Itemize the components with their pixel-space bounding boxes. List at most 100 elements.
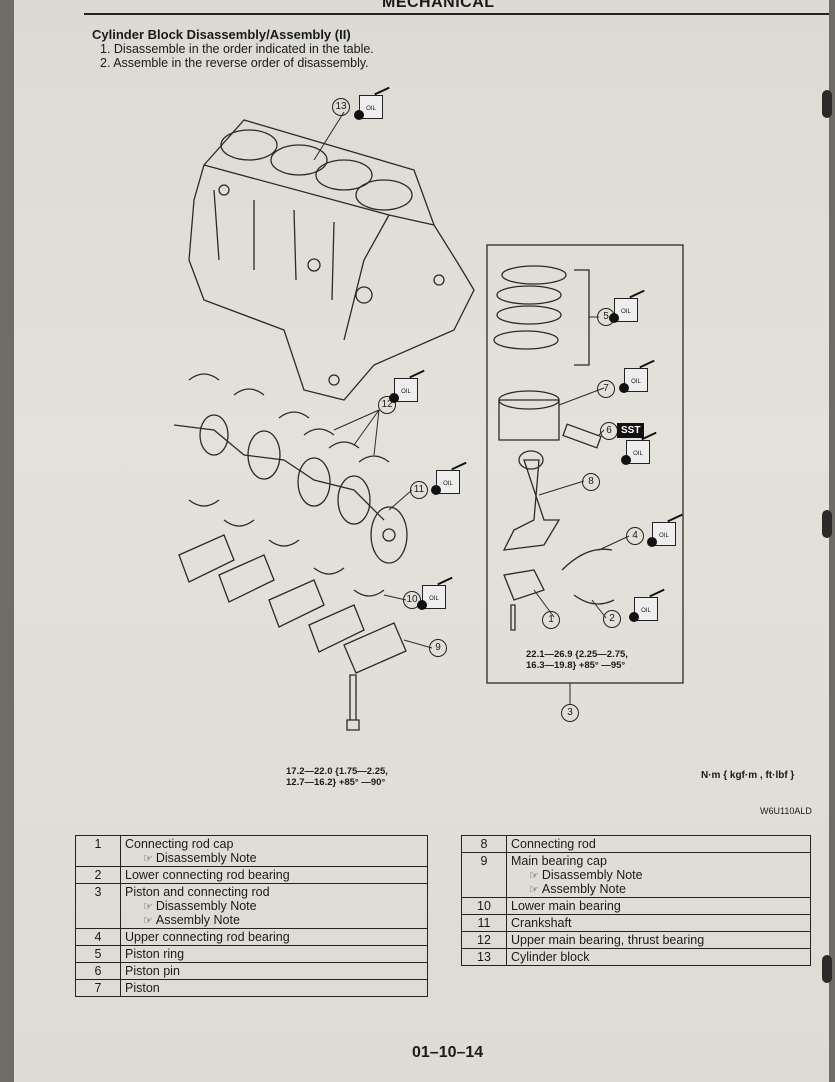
note-link[interactable]: Disassembly Note [511,868,806,882]
part-name: Upper connecting rod bearing [125,930,290,944]
oil-can-icon: OIL [354,86,390,120]
torque-main-bearing: 17.2—22.0 {1.75—2.25,12.7—16.2} +85° —90… [286,766,388,788]
torque-units: N·m { kgf·m , ft·lbf } [701,770,795,781]
part-cell: Crankshaft [506,914,811,932]
part-number: 6 [75,962,121,980]
part-number: 5 [75,945,121,963]
part-cell: Cylinder block [506,948,811,966]
torque-connecting-rod: 22.1—26.9 {2.25—2.75,16.3—19.8} +85° —95… [526,649,628,671]
part-cell: Upper main bearing, thrust bearing [506,931,811,949]
callout-13: 13 [332,98,350,116]
table-row: 12 Upper main bearing, thrust bearing [461,931,811,949]
callout-9: 9 [429,639,447,657]
figure-code: W6U110ALD [760,806,812,816]
part-number: 8 [461,835,507,853]
oil-label: OIL [633,451,643,457]
part-number: 1 [75,835,121,867]
part-number: 10 [461,897,507,915]
oil-label: OIL [621,309,631,315]
page-number: 01–10–14 [412,1044,484,1061]
part-number: 13 [461,948,507,966]
table-row: 8 Connecting rod [461,835,811,853]
part-name: Connecting rod [511,837,596,851]
part-name: Lower main bearing [511,899,621,913]
oil-drop-icon [629,612,639,622]
section-header: MECHANICAL [382,0,495,11]
part-cell: Upper connecting rod bearing [120,928,428,946]
header-rule [84,13,829,15]
oil-drop-icon [389,393,399,403]
oil-drop-icon [431,485,441,495]
callout-1: 1 [542,611,560,629]
part-cell: Piston [120,979,428,997]
callout-11: 11 [410,481,428,499]
note-link[interactable]: Assembly Note [125,913,423,927]
part-name: Piston ring [125,947,185,961]
part-name: Upper main bearing, thrust bearing [511,933,705,947]
part-name: Piston [125,981,160,995]
callout-7: 7 [597,380,615,398]
part-number: 4 [75,928,121,946]
callout-8: 8 [582,473,600,491]
part-number: 3 [75,883,121,929]
oil-label: OIL [659,533,669,539]
note-link[interactable]: Disassembly Note [125,851,423,865]
cylinder-block-drawing [188,119,475,401]
page-title: Cylinder Block Disassembly/Assembly (II) [92,27,351,42]
oil-label: OIL [401,389,411,395]
oil-drop-icon [354,110,364,120]
part-cell: Connecting rod capDisassembly Note [120,835,428,867]
callout-6: 6 [600,422,618,440]
oil-can-icon: OIL [431,461,467,495]
oil-drop-icon [417,600,427,610]
oil-can-icon: OIL [417,576,453,610]
oil-can-icon: OIL [609,289,645,323]
callout-3: 3 [561,704,579,722]
part-number: 12 [461,931,507,949]
oil-label: OIL [366,106,376,112]
step-2: 2. Assemble in the reverse order of disa… [100,56,369,70]
oil-drop-icon [609,313,619,323]
binder-hole [822,90,832,118]
binder-hole [822,510,832,538]
part-cell: Piston pin [120,962,428,980]
oil-can-icon: OIL [621,431,657,465]
part-cell: Piston ring [120,945,428,963]
oil-can-icon: OIL [389,369,425,403]
oil-drop-icon [621,455,631,465]
oil-label: OIL [641,608,651,614]
part-name: Crankshaft [511,916,572,930]
sst-badge: SST [617,423,645,438]
part-number: 9 [461,852,507,898]
note-link[interactable]: Assembly Note [511,882,806,896]
table-row: 5 Piston ring [75,945,428,963]
oil-can-icon: OIL [647,513,683,547]
crankshaft-drawing [173,414,408,564]
part-cell: Piston and connecting rodDisassembly Not… [120,883,428,929]
exploded-diagram [173,111,684,731]
oil-drop-icon [647,537,657,547]
binder-hole [822,955,832,983]
part-name: Piston pin [125,964,180,978]
part-cell: Lower connecting rod bearing [120,866,428,884]
oil-label: OIL [443,481,453,487]
part-cell: Lower main bearing [506,897,811,915]
step-1: 1. Disassemble in the order indicated in… [100,42,374,56]
oil-can-icon: OIL [629,588,665,622]
table-row: 4 Upper connecting rod bearing [75,928,428,946]
manual-page: MECHANICAL Cylinder Block Disassembly/As… [14,0,829,1082]
part-name: Piston and connecting rod [125,885,270,899]
table-row: 10 Lower main bearing [461,897,811,915]
note-link[interactable]: Disassembly Note [125,899,423,913]
callout-2: 2 [603,610,621,628]
part-name: Lower connecting rod bearing [125,868,290,882]
table-row: 6 Piston pin [75,962,428,980]
